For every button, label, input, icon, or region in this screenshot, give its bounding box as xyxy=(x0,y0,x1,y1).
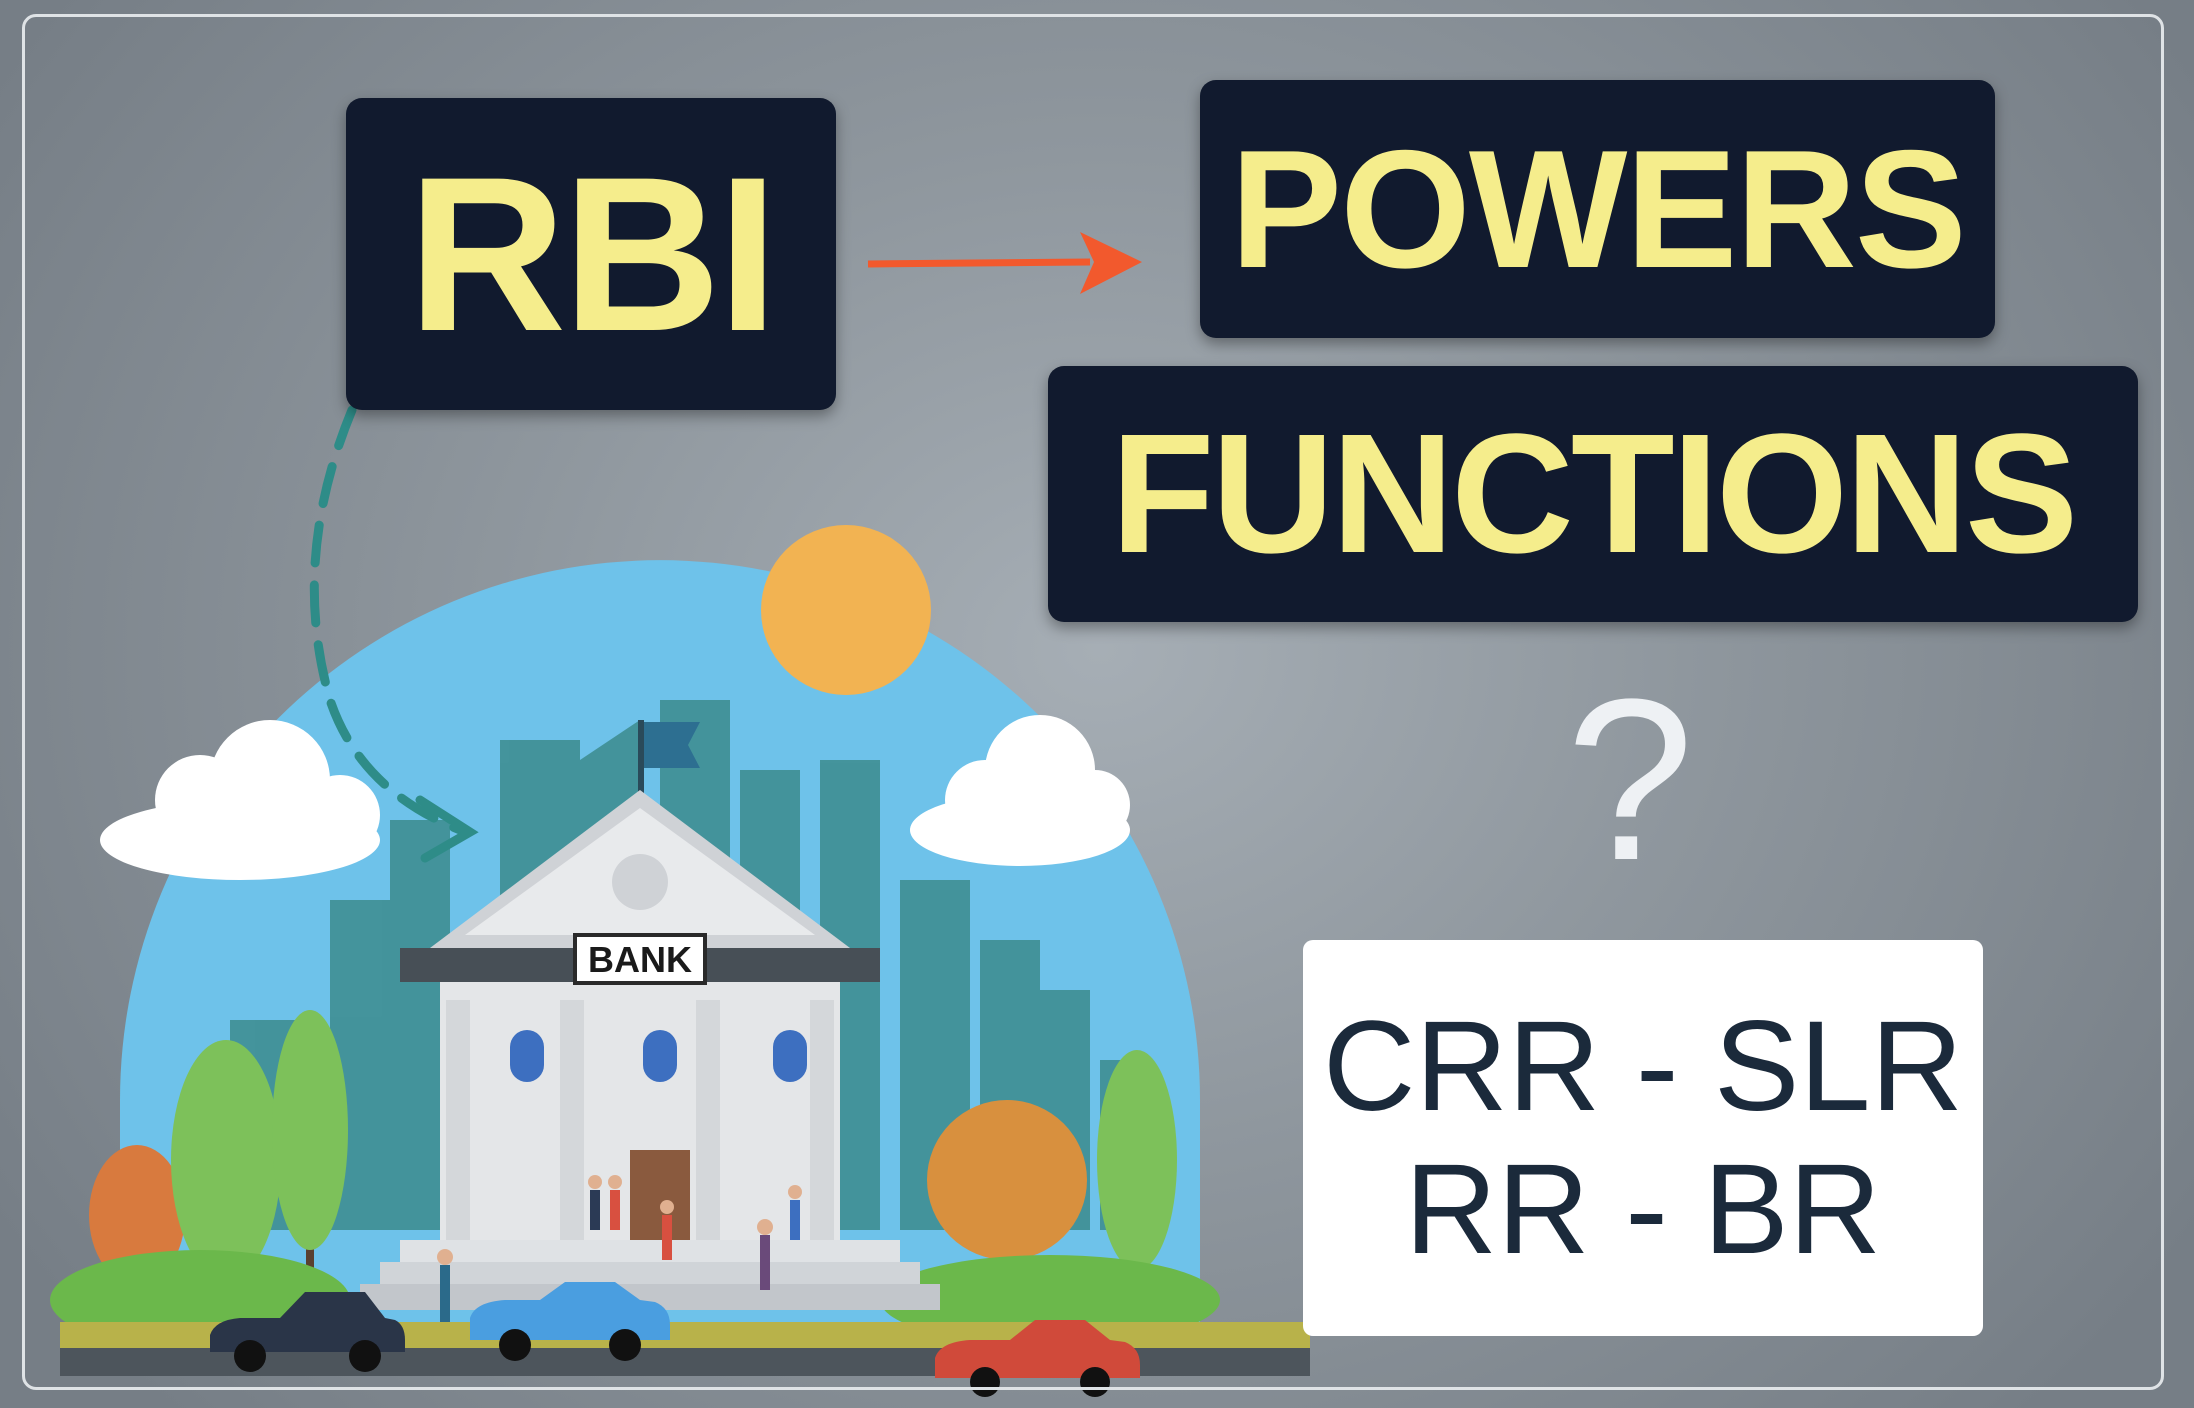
tree-icon xyxy=(272,1010,348,1310)
question-mark-icon: ? xyxy=(1566,651,1694,908)
flag-icon xyxy=(638,720,700,800)
cloud-icon xyxy=(100,720,380,880)
dashed-arrow-head xyxy=(415,795,479,863)
arrow-right-head xyxy=(1080,232,1142,294)
powers-title-box: POWERS xyxy=(1200,80,1995,338)
bank-building-icon xyxy=(360,790,940,1310)
terms-line-1: CRR - SLR xyxy=(1322,994,1964,1138)
powers-title: POWERS xyxy=(1230,114,1967,303)
people-figures xyxy=(437,1175,802,1325)
car-icon xyxy=(470,1282,670,1361)
functions-title: FUNCTIONS xyxy=(1110,399,2079,589)
terms-line-2: RR - BR xyxy=(1404,1138,1882,1281)
bank-sign-label: BANK xyxy=(588,939,692,980)
rbi-title: RBI xyxy=(407,130,779,377)
terms-card: CRR - SLR RR - BR xyxy=(1303,940,1983,1336)
arrow-right-icon xyxy=(867,258,1091,268)
cloud-icon xyxy=(910,715,1130,866)
dashed-curved-arrow-icon xyxy=(309,405,465,835)
rbi-title-box: RBI xyxy=(346,98,836,410)
car-icon xyxy=(210,1292,405,1372)
sun-icon xyxy=(761,525,931,695)
functions-title-box: FUNCTIONS xyxy=(1048,366,2138,622)
